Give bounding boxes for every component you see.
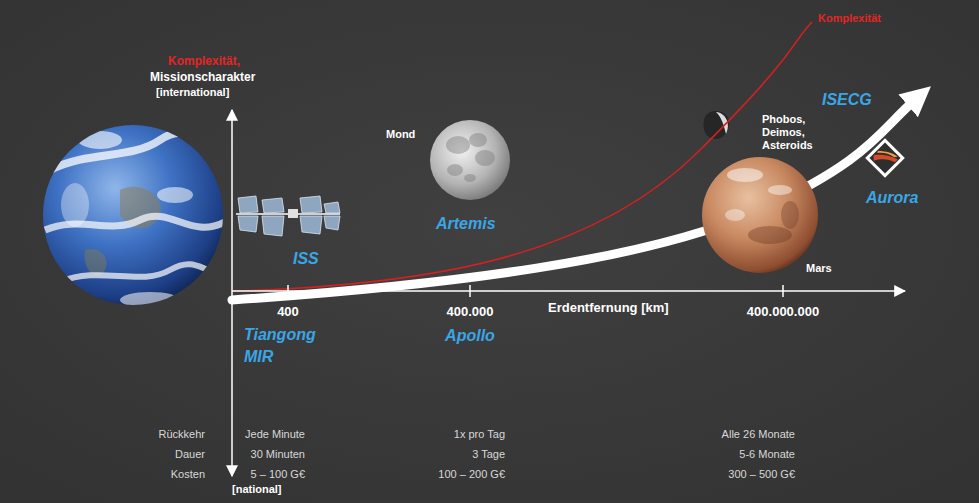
aurora-logo [877, 144, 898, 165]
mars-picture [727, 168, 763, 182]
iss-picture [236, 196, 340, 236]
vertical-axis [231, 110, 233, 476]
earth-picture [50, 132, 225, 170]
table-cell: 3 Tage [472, 448, 505, 461]
iss-picture [300, 216, 322, 234]
target-label: Phobos, Deimos, Asteroids [762, 113, 813, 152]
moon-picture [475, 150, 495, 166]
aurora-logo [865, 138, 905, 178]
aurora-logo [865, 138, 905, 178]
program-label: Artemis [436, 214, 496, 233]
moon-picture [446, 133, 495, 182]
row-header: Kosten [171, 468, 205, 481]
table-cell: 30 Minuten [251, 448, 305, 461]
distance-axis [232, 290, 905, 292]
axis-tick [287, 285, 289, 297]
earth-picture [157, 187, 193, 203]
earth-picture [120, 292, 180, 308]
moon-picture [464, 174, 476, 182]
axis-tick [469, 285, 471, 297]
earth-picture [43, 125, 225, 308]
progress-arrow [232, 100, 915, 300]
iss-picture [238, 196, 258, 213]
earth-picture [60, 264, 225, 282]
tick-label: 400 [277, 304, 299, 320]
tick-label: 400.000.000 [747, 304, 819, 320]
iss-picture [300, 196, 322, 213]
tick-label: 400.000 [447, 304, 494, 320]
table-cell: 5-6 Monate [739, 448, 795, 461]
axis-label: Komplexität, [168, 54, 240, 68]
axis-label: [international] [156, 86, 229, 99]
iss-picture [288, 209, 298, 218]
axis-label: [national] [232, 483, 282, 496]
table-cell: Alle 26 Monate [722, 428, 795, 441]
mars-picture [725, 209, 745, 221]
earth-picture [61, 183, 89, 227]
mars-picture [702, 157, 818, 273]
mars-picture [781, 201, 799, 229]
mars-picture [748, 226, 792, 244]
table-cell: 300 – 500 G€ [728, 468, 795, 481]
iss-picture [262, 198, 284, 213]
moon-picture [446, 136, 470, 154]
earth-picture [45, 131, 225, 308]
moon-picture [430, 120, 510, 200]
aurora-logo [869, 142, 900, 173]
iss-picture [238, 216, 258, 232]
row-header: Rückkehr [159, 428, 205, 441]
axis-label: Missionscharakter [150, 70, 255, 84]
program-label: Apollo [445, 326, 495, 345]
program-label: ISECG [822, 90, 872, 109]
target-label: Mars [806, 262, 832, 275]
axis-tick [782, 285, 784, 297]
iss-picture [238, 196, 340, 236]
iss-picture [324, 216, 340, 230]
target-label: Mond [386, 128, 415, 141]
mars-picture [725, 168, 799, 244]
program-label: Tiangong MIR [244, 324, 316, 368]
program-label: Aurora [866, 188, 918, 207]
complexity-curve [232, 22, 812, 291]
earth-picture [78, 131, 122, 149]
iss-picture [324, 202, 340, 213]
table-cell: 5 – 100 G€ [251, 468, 305, 481]
program-label: ISS [293, 249, 319, 268]
axis-label: Erdentfernung [km] [548, 300, 669, 316]
mars-picture [702, 157, 818, 273]
curve-label: Komplexität [818, 12, 881, 25]
iss-picture [262, 216, 284, 236]
moon-picture [430, 120, 510, 200]
table-cell: 100 – 200 G€ [438, 468, 505, 481]
moon-picture [469, 133, 487, 147]
moon-picture [447, 164, 463, 176]
aurora-logo [871, 145, 898, 172]
row-header: Dauer [175, 448, 205, 461]
earth-picture [85, 249, 107, 276]
table-cell: Jede Minute [245, 428, 305, 441]
table-cell: 1x pro Tag [454, 428, 505, 441]
mars-picture [768, 185, 792, 195]
axis-tick [288, 285, 783, 297]
